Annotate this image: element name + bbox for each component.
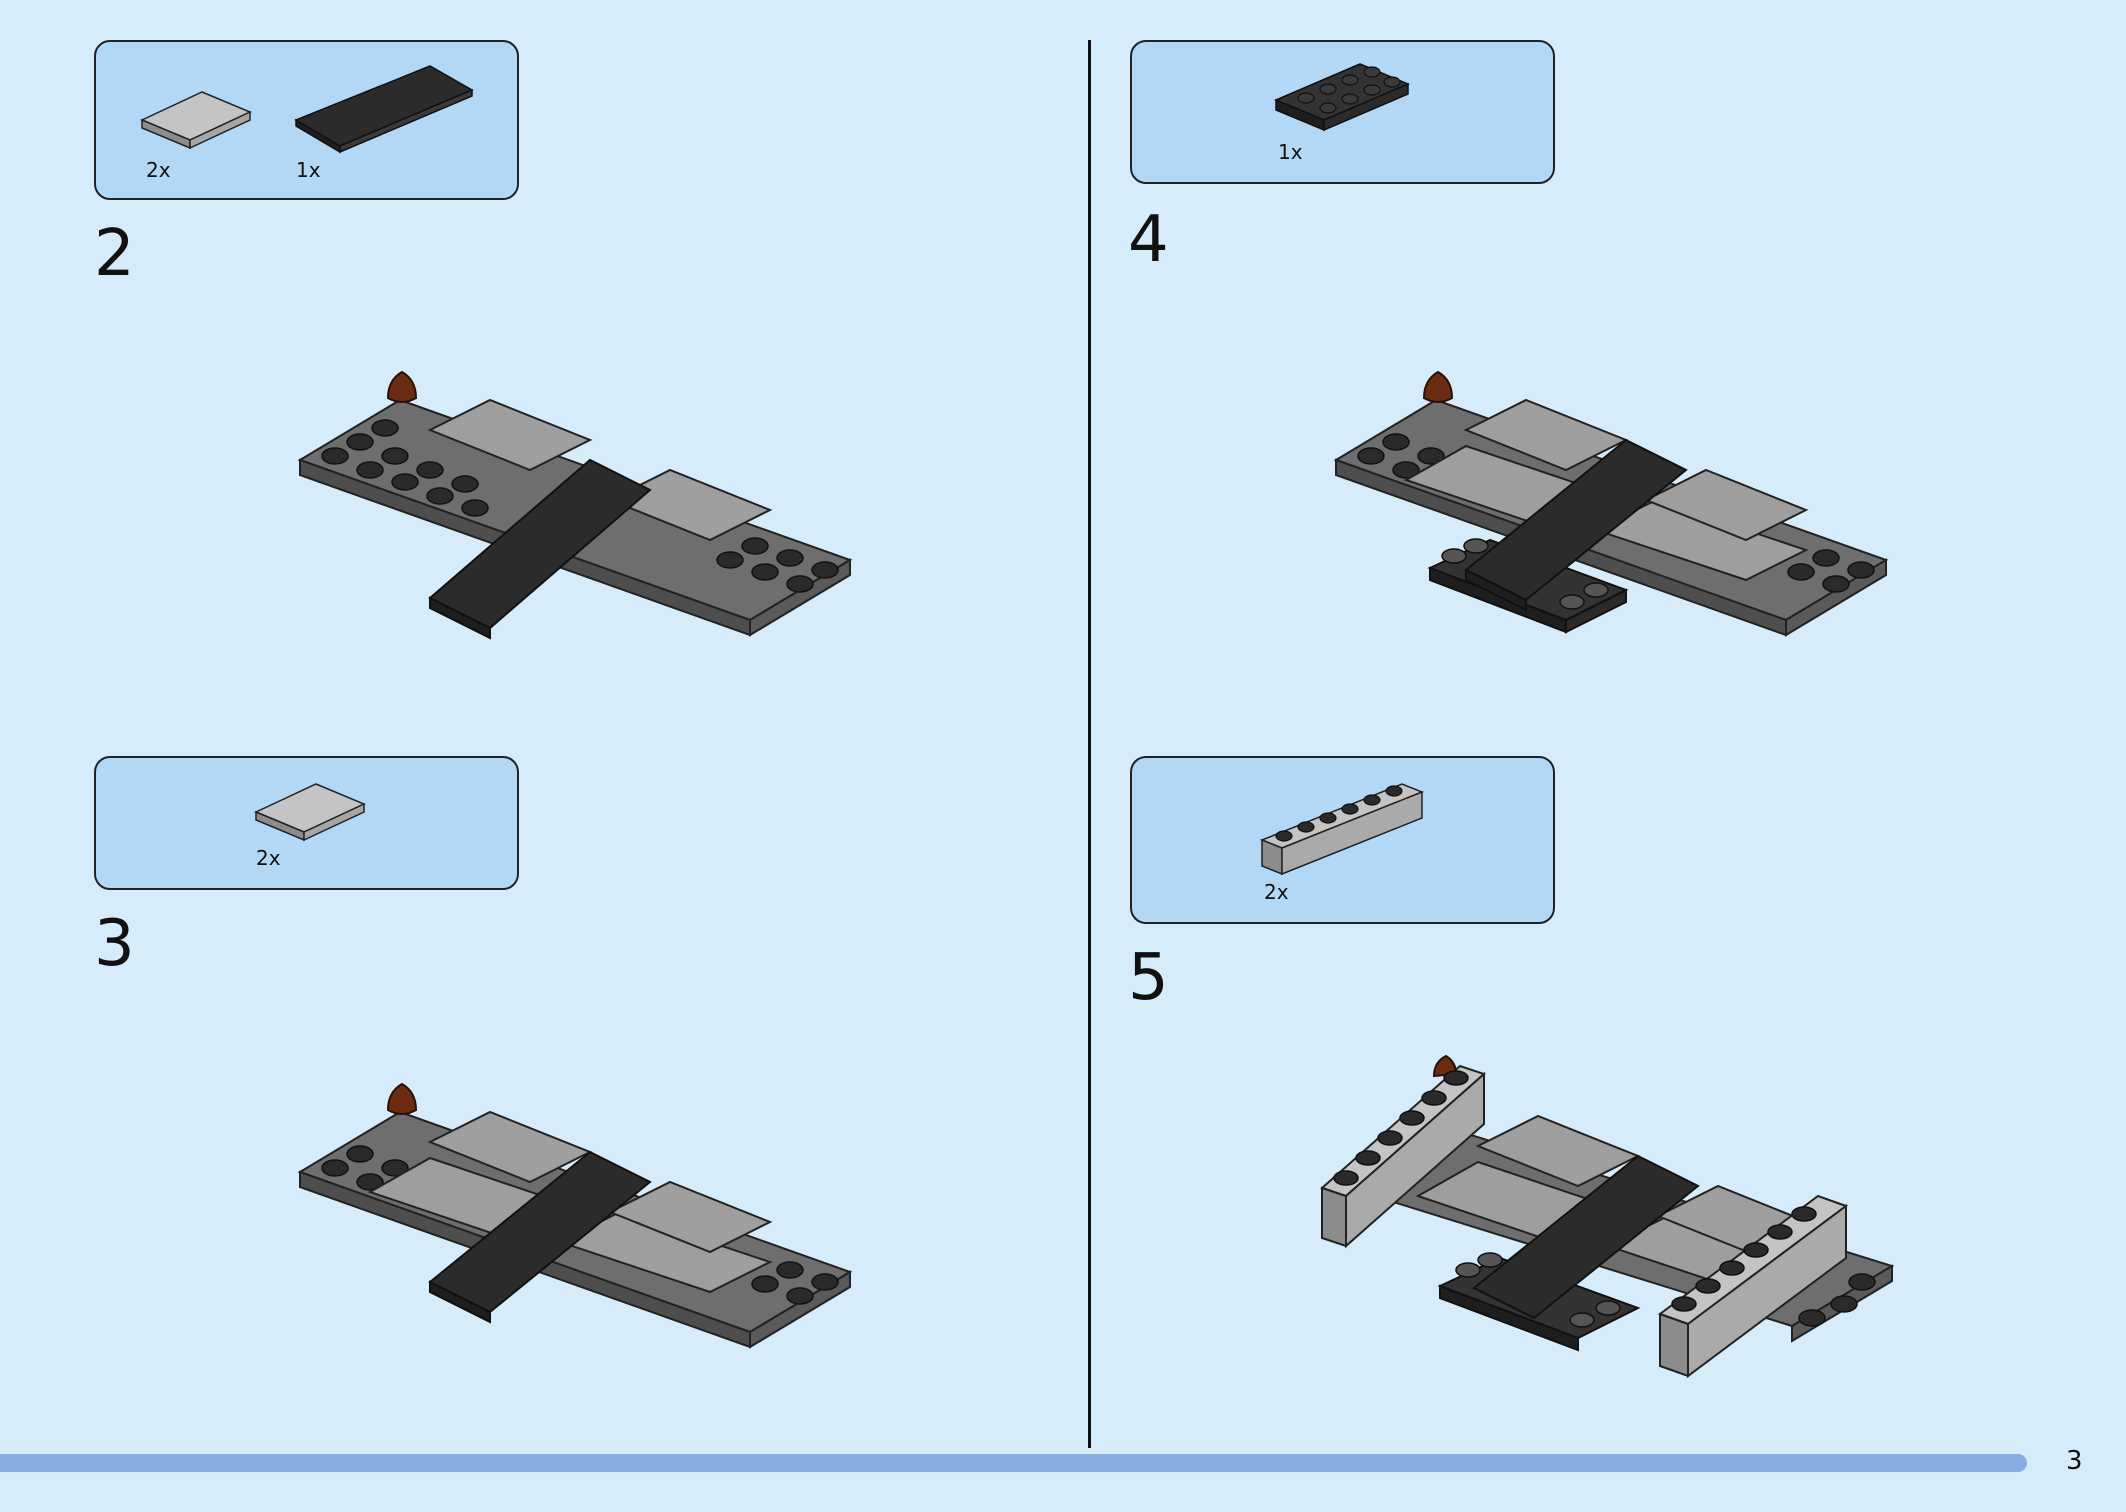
step-2-part-2-qty: 1x <box>296 158 321 182</box>
step-4-parts-box: 1x <box>1130 40 1555 184</box>
step-5-part-1-qty: 2x <box>1264 880 1289 904</box>
step-3-model-illustration <box>297 1082 853 1349</box>
step-3-parts-box: 2x <box>94 756 519 890</box>
footer-progress-bar <box>0 1454 2027 1472</box>
dark-gray-long-tile-icon <box>294 65 474 154</box>
light-gray-brick-1x6-icon <box>1259 783 1425 876</box>
step-3-part-1-qty: 2x <box>256 846 281 870</box>
black-plate-2x4-icon <box>1274 63 1410 132</box>
light-gray-tile-icon <box>254 783 366 842</box>
step-5-model-illustration <box>1320 1054 1895 1378</box>
step-2-model-illustration <box>297 370 853 640</box>
step-4-model-illustration <box>1333 370 1889 637</box>
step-3-number: 3 <box>94 907 135 981</box>
step-2-parts-box: 2x 1x <box>94 40 519 200</box>
step-5-parts-box: 2x <box>1130 756 1555 924</box>
step-2-number: 2 <box>94 217 135 291</box>
page-divider <box>1088 40 1091 1448</box>
light-gray-tile-icon <box>140 91 252 150</box>
step-5-number: 5 <box>1128 941 1169 1015</box>
page-number: 3 <box>2066 1446 2083 1476</box>
step-4-number: 4 <box>1128 203 1169 277</box>
step-2-part-1-qty: 2x <box>146 158 171 182</box>
step-4-part-1-qty: 1x <box>1278 140 1303 164</box>
